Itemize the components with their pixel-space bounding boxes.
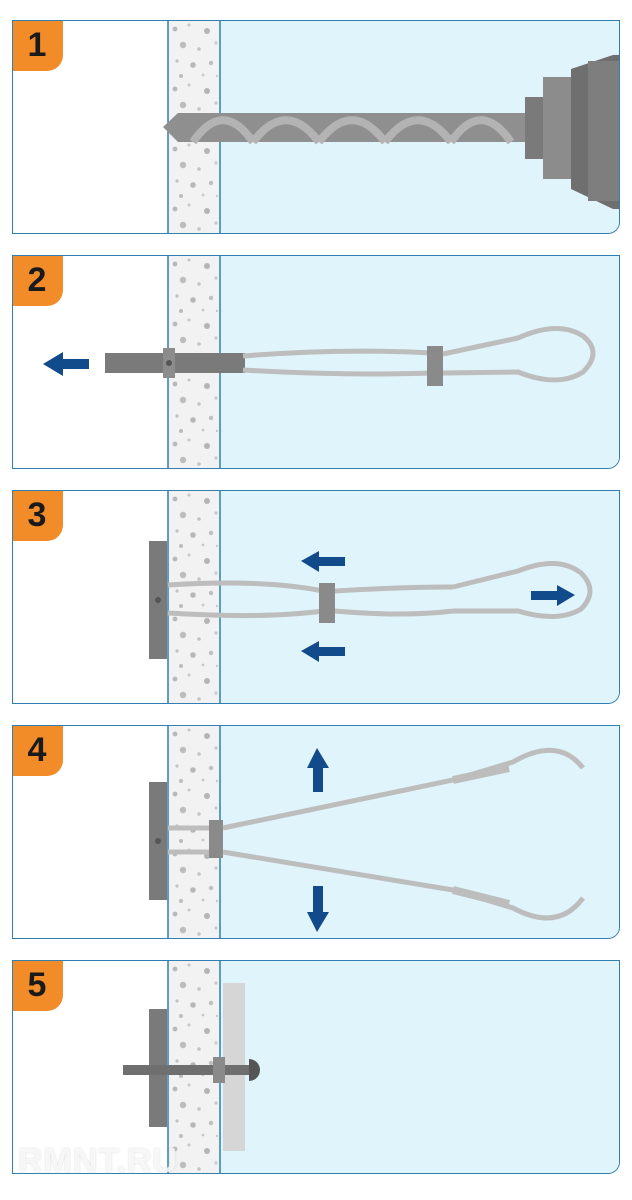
arrow-down (307, 886, 329, 932)
drill-chuck (525, 55, 619, 209)
toggle-bar (149, 782, 167, 900)
plastic-straps (167, 560, 593, 623)
step-2-illustration (43, 256, 619, 468)
plastic-straps (242, 325, 596, 386)
step-number-badge: 1 (13, 21, 63, 71)
step-number-badge: 3 (13, 491, 63, 541)
cavity-area (168, 726, 619, 938)
arrow-left-bottom (301, 641, 345, 662)
screw (123, 1057, 260, 1083)
step-4-illustration (149, 726, 619, 938)
step-number-badge: 2 (13, 256, 63, 306)
step-5-illustration (123, 961, 619, 1173)
step-1-illustration (163, 21, 619, 233)
pull-left-arrow (43, 352, 89, 376)
arrow-left-top (301, 551, 345, 572)
toggle-bar (149, 541, 167, 659)
step-number-badge: 4 (13, 726, 63, 776)
plastic-straps (168, 747, 586, 921)
step-4-panel: 4 (12, 725, 620, 939)
step-5-panel: 5 (12, 960, 620, 1174)
step-1-panel: 1 (12, 20, 620, 234)
concrete-wall (168, 491, 220, 703)
watermark: RMNT.RU (18, 1142, 178, 1180)
drill-bit (163, 113, 528, 145)
step-number-badge: 5 (13, 961, 63, 1011)
arrow-up (307, 748, 329, 792)
toggle-bolt (105, 348, 245, 378)
step-2-panel: 2 (12, 255, 620, 469)
step-3-illustration (149, 491, 619, 703)
arrow-right (531, 585, 575, 606)
step-3-panel: 3 (12, 490, 620, 704)
